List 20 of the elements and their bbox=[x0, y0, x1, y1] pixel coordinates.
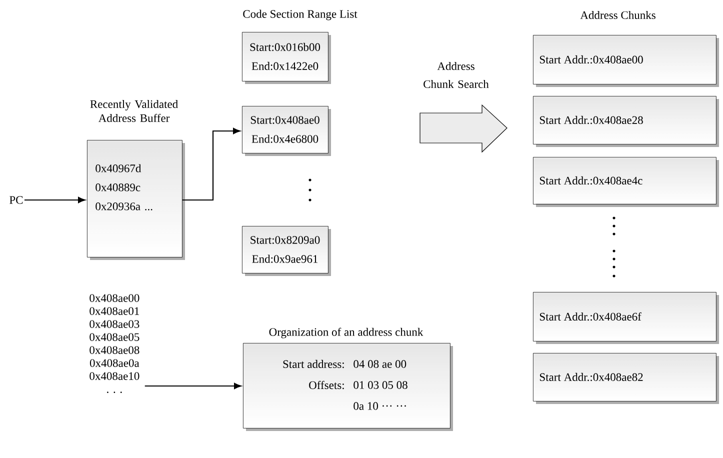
arrow-label: Address Chunk Search bbox=[424, 62, 489, 88]
chunk-box: Start Addr.:0x408ae28 bbox=[533, 96, 719, 147]
chunk-box: Start Addr.:0x408ae4c bbox=[533, 157, 719, 207]
address-list: 0x408ae00 0x408ae01 0x408ae03 0x408ae05 0x408ae08 0x408ae0a 0x408ae10 . . . bbox=[90, 294, 140, 393]
chunk-box: Start Addr.:0x408ae6f bbox=[533, 292, 719, 344]
arrow bbox=[144, 382, 242, 390]
group-heading: Address Chunks bbox=[580, 10, 656, 20]
group-heading: Code Section Range List bbox=[243, 10, 358, 20]
box-heading: Recently Validated Address Buffer bbox=[90, 100, 178, 122]
chunk-box: Start Addr.:0x408ae82 bbox=[533, 353, 719, 404]
range-box: Start:0x8209a0 End:0x9ae961 bbox=[242, 226, 331, 276]
range-box: Start:0x408ae0 End:0x4e6800 bbox=[242, 106, 331, 156]
arrow bbox=[182, 128, 240, 201]
box-heading: Organization of an address chunk bbox=[269, 328, 424, 338]
arrow bbox=[24, 196, 86, 204]
input-label: PC bbox=[10, 196, 23, 204]
range-box: Start:0x016b00 End:0x1422e0 bbox=[242, 32, 331, 84]
chunk-layout-box: Start address: 04 08 ae 00 Offsets: 01 03 05 08 0a 10 ··· ··· bbox=[243, 343, 453, 431]
chunk-box: Start Addr.:0x408ae00 bbox=[533, 35, 719, 87]
buffer-box: 0x40967d 0x40889c 0x20936a ... bbox=[87, 140, 185, 260]
